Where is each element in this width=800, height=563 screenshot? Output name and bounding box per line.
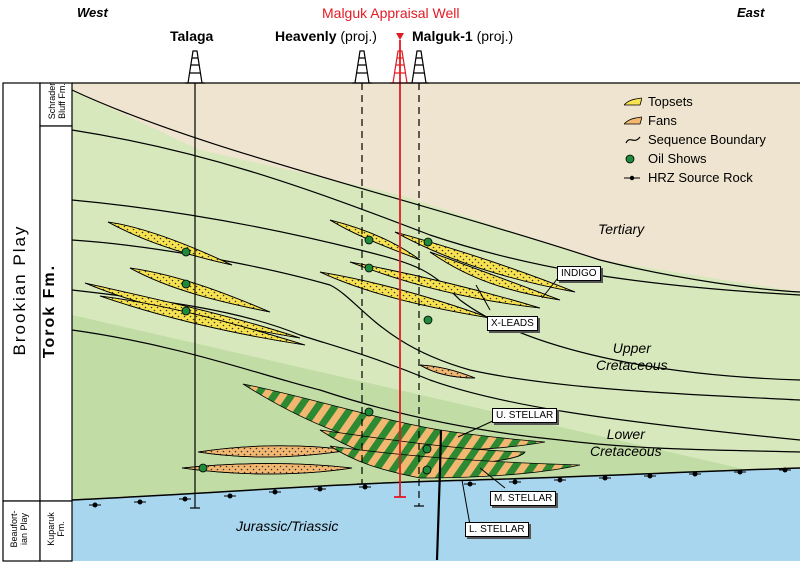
- u-stellar-callout: U. STELLAR: [492, 408, 558, 423]
- lower-cretaceous-line1: Lower: [606, 426, 645, 442]
- oil-show-markers: [181, 235, 433, 475]
- legend-label: Topsets: [648, 94, 693, 109]
- malguk1-well-label: Malguk-1 (proj.): [412, 28, 513, 44]
- torok-fm-label: Torok Fm.: [41, 263, 58, 359]
- heavenly-well-label: Heavenly (proj.): [275, 28, 377, 44]
- legend-label: Sequence Boundary: [648, 132, 766, 147]
- oil-show-icon: [625, 154, 635, 163]
- heavenly-name: Heavenly: [275, 28, 337, 44]
- malguk1-proj: (proj.): [476, 28, 514, 44]
- malguk1-derrick-icon: [409, 50, 429, 84]
- legend: Topsets Fans Sequence Boundary Oil Shows…: [624, 92, 766, 187]
- kuparuk-line1: Kuparuk: [46, 512, 56, 546]
- strat-column: [2, 82, 73, 562]
- tertiary-zone: [72, 83, 800, 292]
- sequence-boundary-icon: [625, 136, 641, 143]
- schrader-bluff-label: Schrader Bluff Fm.: [47, 76, 67, 126]
- lower-cretaceous-label: Lower Cretaceous: [590, 426, 662, 460]
- legend-item-topsets: Topsets: [624, 92, 766, 111]
- l-stellar-callout: L. STELLAR: [465, 522, 529, 537]
- legend-item-sequence-boundary: Sequence Boundary: [624, 130, 766, 149]
- kuparuk-fm-label: Kuparuk Fm.: [46, 505, 66, 553]
- east-label: East: [737, 5, 765, 20]
- beaufortian-line2: ian Play: [19, 512, 29, 546]
- heavenly-proj: (proj.): [340, 28, 377, 44]
- appraisal-derrick-icon: [390, 50, 410, 84]
- appraisal-arrow-icon: [396, 33, 404, 40]
- malguk1-name: Malguk-1: [412, 28, 473, 44]
- legend-label: HRZ Source Rock: [648, 170, 753, 185]
- schrader-line1: Schrader: [47, 82, 57, 120]
- tertiary-label: Tertiary: [598, 221, 645, 237]
- jurassic-triassic-label: Jurassic/Triassic: [236, 518, 339, 534]
- hrz-source-rock-marks: [89, 467, 791, 508]
- tertiary-base-horizon: [71, 89, 800, 293]
- hrz-source-rock-icon: [624, 175, 640, 180]
- brookian-play-label: Brookian Play: [10, 224, 29, 356]
- legend-label: Fans: [648, 113, 677, 128]
- kuparuk-line2: Fm.: [56, 521, 66, 537]
- upper-cretaceous-label: Upper Cretaceous: [596, 340, 668, 374]
- heavenly-derrick-icon: [352, 50, 372, 84]
- west-label: West: [77, 5, 108, 20]
- legend-item-oil-shows: Oil Shows: [624, 149, 766, 168]
- topset-lenses: [84, 219, 576, 346]
- legend-label: Oil Shows: [648, 151, 707, 166]
- xleads-callout: X-LEADS: [487, 316, 538, 331]
- fan-lenses: [181, 364, 476, 475]
- indigo-callout: INDIGO: [557, 266, 601, 281]
- beaufortian-line1: Beaufort-: [9, 510, 19, 548]
- topsets-swatch-icon: [624, 97, 642, 105]
- beaufortian-play-label: Beaufort- ian Play: [9, 502, 29, 556]
- talaga-well-label: Talaga: [170, 28, 214, 44]
- fans-swatch-icon: [624, 116, 642, 124]
- fault-line: [435, 429, 443, 561]
- stellar-fans: [242, 383, 581, 479]
- appraisal-well-label: Malguk Appraisal Well: [322, 5, 460, 21]
- legend-item-hrz: HRZ Source Rock: [624, 168, 766, 187]
- callout-leaders: [457, 277, 559, 526]
- derrick-icons: [185, 50, 429, 84]
- m-stellar-callout: M. STELLAR: [490, 491, 557, 506]
- upper-cretaceous-line2: Cretaceous: [596, 357, 668, 373]
- legend-item-fans: Fans: [624, 111, 766, 130]
- schrader-line2: Bluff Fm.: [57, 83, 67, 119]
- lower-cretaceous-line2: Cretaceous: [590, 443, 662, 459]
- upper-cretaceous-line1: Upper: [612, 340, 651, 356]
- jurassic-zone: [72, 468, 800, 561]
- talaga-derrick-icon: [185, 50, 205, 84]
